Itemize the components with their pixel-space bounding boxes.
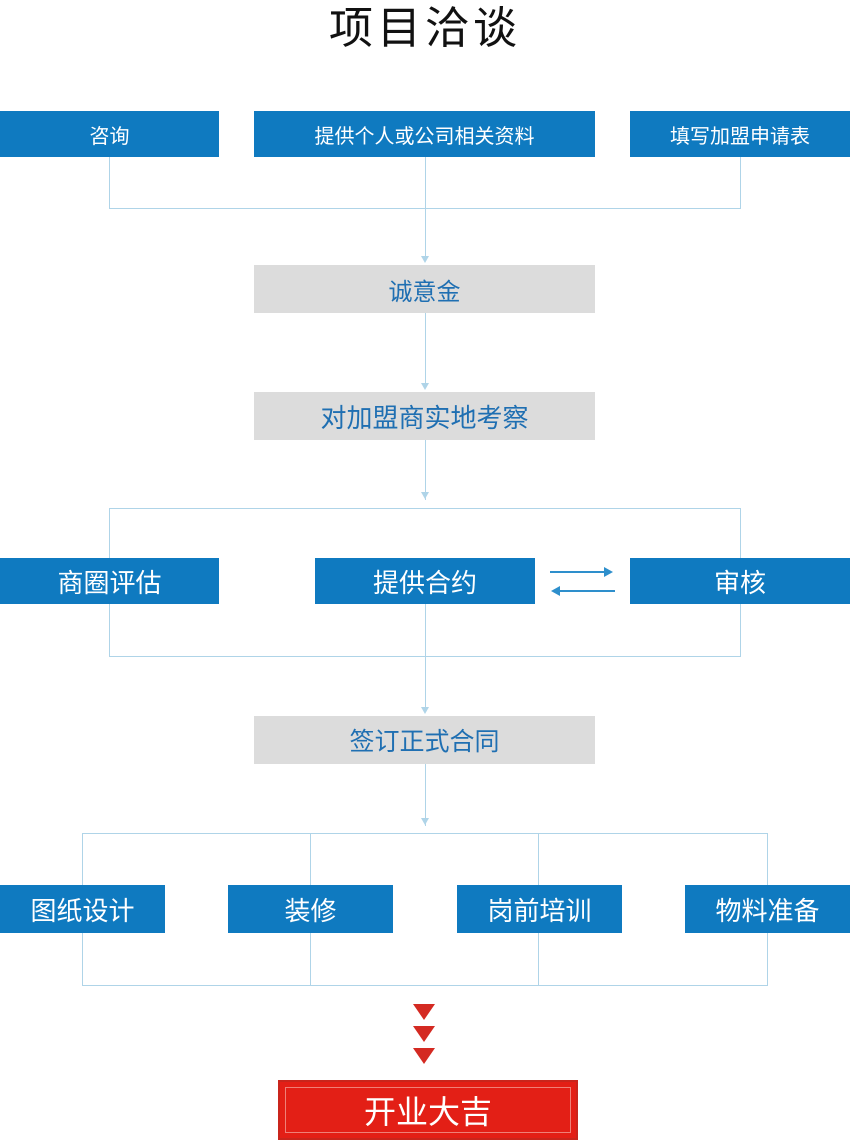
node-label: 商圈评估	[57, 568, 162, 598]
connector-row3-bus-top	[109, 508, 741, 509]
connector-row5-bus-bottom	[82, 985, 768, 986]
arrowhead-to-deposit	[421, 256, 429, 263]
node-provide-documents[interactable]: 提供个人或公司相关资料	[254, 111, 595, 157]
node-consultation[interactable]: 咨询	[0, 111, 219, 157]
connector-row3-left-drop	[109, 508, 110, 558]
connector-row5-drop-3	[538, 833, 539, 885]
node-drawing-design[interactable]: 图纸设计	[0, 885, 165, 933]
connector-row3-right-up	[740, 604, 741, 656]
node-label: 签订正式合同	[349, 729, 500, 756]
arrow-contract-to-review-line	[550, 571, 605, 573]
node-label: 咨询	[89, 125, 130, 148]
node-material-preparation[interactable]: 物料准备	[685, 885, 850, 933]
page-title: 项目洽谈	[329, 4, 521, 53]
connector-row5-drop-4	[767, 833, 768, 885]
arrowhead-to-survey	[421, 383, 429, 390]
node-sign-contract[interactable]: 签订正式合同	[254, 716, 595, 764]
connector-survey-stem	[425, 440, 426, 500]
node-label: 装修	[284, 896, 337, 926]
node-label: 开业大吉	[363, 1094, 492, 1130]
node-deposit[interactable]: 诚意金	[254, 265, 595, 313]
triangle-down-icon-3	[413, 1048, 435, 1064]
connector-row1-center-stem	[425, 157, 426, 257]
node-grand-opening-inner: 开业大吉	[285, 1087, 571, 1133]
node-label: 提供合约	[372, 568, 477, 598]
connector-contract-stem	[425, 764, 426, 826]
node-site-survey[interactable]: 对加盟商实地考察	[254, 392, 595, 440]
arrow-left-icon	[551, 586, 560, 596]
node-label: 审核	[713, 568, 766, 598]
node-grand-opening[interactable]: 开业大吉	[278, 1080, 578, 1140]
connector-row5-bus-top	[82, 833, 768, 834]
connector-row5-up-2	[310, 933, 311, 985]
connector-row1-right-drop	[740, 157, 741, 208]
node-label: 物料准备	[715, 896, 820, 926]
connector-row5-up-1	[82, 933, 83, 985]
arrowhead-to-contract	[421, 707, 429, 714]
arrowhead-to-row5	[421, 818, 429, 825]
node-label: 图纸设计	[30, 896, 135, 926]
triangle-down-icon-2	[413, 1026, 435, 1042]
triangle-down-icon-1	[413, 1004, 435, 1020]
node-label: 岗前培训	[487, 896, 592, 926]
node-label: 诚意金	[388, 279, 461, 306]
connector-row5-drop-1	[82, 833, 83, 885]
arrow-review-to-contract-line	[560, 590, 615, 592]
connector-row1-left-drop	[109, 157, 110, 208]
connector-row5-drop-2	[310, 833, 311, 885]
node-provide-contract[interactable]: 提供合约	[315, 558, 535, 604]
connector-row5-up-4	[767, 933, 768, 985]
arrow-right-icon	[604, 567, 613, 577]
node-trade-area-assessment[interactable]: 商圈评估	[0, 558, 219, 604]
node-application-form[interactable]: 填写加盟申请表	[630, 111, 850, 157]
node-review[interactable]: 审核	[630, 558, 850, 604]
node-decoration[interactable]: 装修	[228, 885, 393, 933]
node-label: 填写加盟申请表	[670, 125, 810, 148]
arrowhead-to-row3	[421, 492, 429, 499]
node-label: 提供个人或公司相关资料	[314, 125, 535, 148]
connector-row3-left-up	[109, 604, 110, 656]
connector-row3-right-drop	[740, 508, 741, 558]
connector-deposit-to-survey	[425, 313, 426, 384]
node-label: 对加盟商实地考察	[320, 403, 529, 433]
connector-row5-up-3	[538, 933, 539, 985]
connector-row3-center-stem	[425, 604, 426, 708]
node-pre-job-training[interactable]: 岗前培训	[457, 885, 622, 933]
